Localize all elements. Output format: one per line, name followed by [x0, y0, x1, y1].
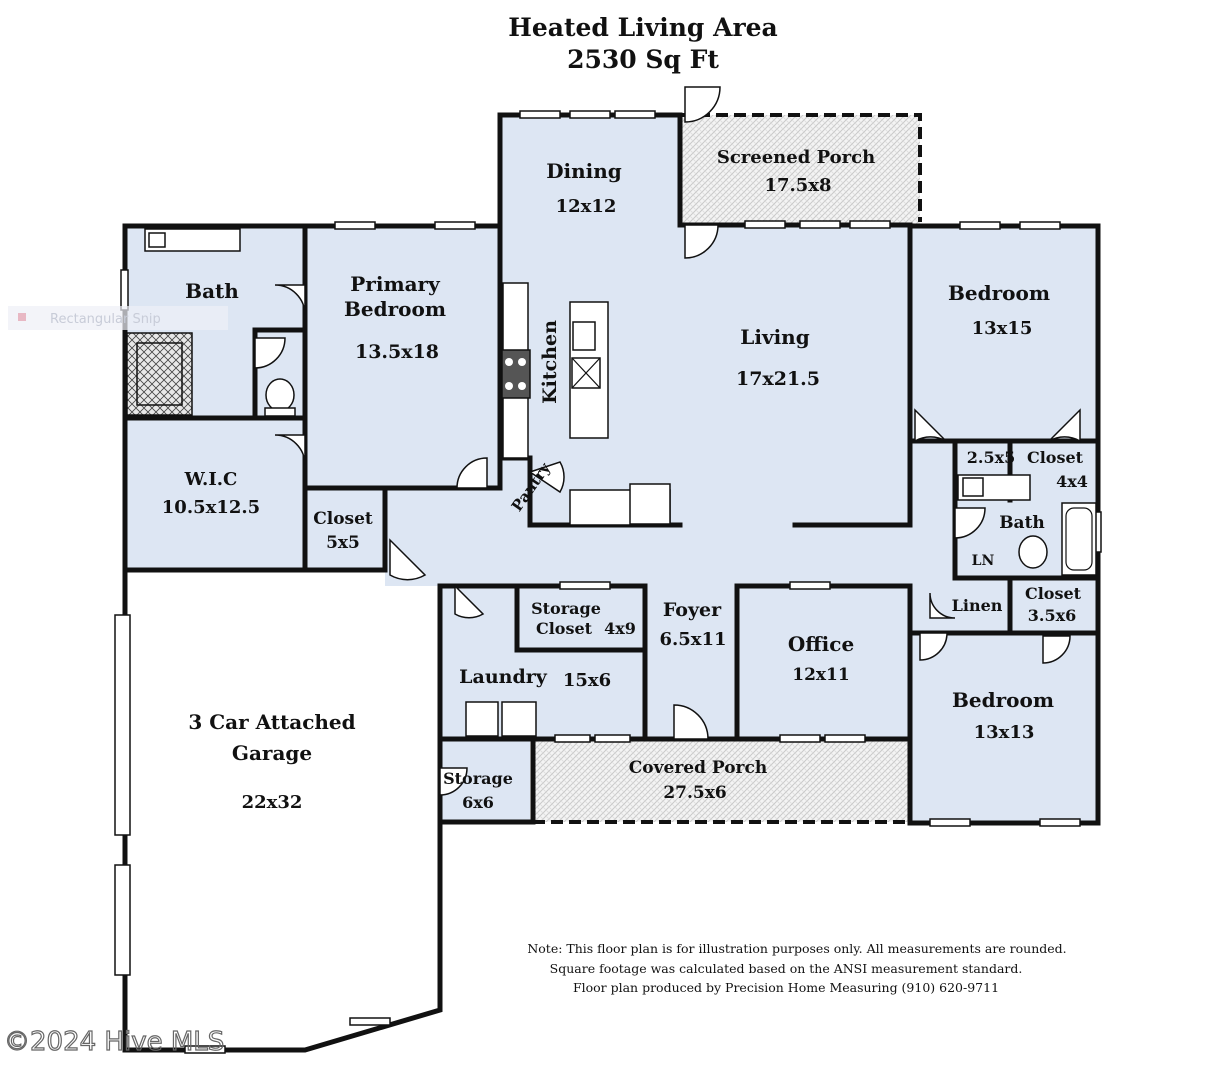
plan-subtitle-area: 2530 Sq Ft: [567, 45, 719, 74]
sink-icon: [148, 232, 166, 248]
label-storage-closet-2: Closet: [536, 619, 593, 638]
size-bedroom-1: 13x15: [972, 318, 1033, 339]
room-fills: [125, 115, 1098, 823]
size-living: 17x21.5: [736, 368, 820, 390]
size-wic: 10.5x12.5: [162, 497, 260, 518]
footnote: Note: This floor plan is for illustratio…: [527, 941, 1066, 995]
label-closet-25x5: 2.5x5: [967, 448, 1016, 467]
door-screened-porch-top-icon: [684, 86, 721, 123]
label-garage-2: Garage: [232, 741, 312, 765]
label-garage-1: 3 Car Attached: [188, 710, 355, 734]
size-closet-primary: 5x5: [326, 533, 360, 553]
size-screened-porch: 17.5x8: [764, 175, 831, 196]
label-bedroom-2: Bedroom: [952, 688, 1054, 712]
island-sink-icon: [572, 321, 596, 351]
size-primary-bedroom: 13.5x18: [355, 341, 439, 363]
snip-overlay: Rectangular Snip: [8, 306, 228, 330]
door-garage-icon: [389, 538, 427, 581]
label-closet-35x6: Closet: [1025, 584, 1082, 603]
label-bedroom-1: Bedroom: [948, 281, 1050, 305]
door-closet-35x6-icon: [1042, 635, 1071, 664]
label-foyer: Foyer: [663, 599, 722, 621]
size-garage: 22x32: [242, 792, 303, 813]
note-line-1: Note: This floor plan is for illustratio…: [527, 941, 1066, 956]
label-kitchen: Kitchen: [539, 320, 561, 404]
size-foyer: 6.5x11: [659, 629, 726, 650]
covered-porch-area: [533, 741, 910, 822]
label-closet-primary: Closet: [313, 509, 373, 529]
door-closet-4x4-icon: [1048, 408, 1081, 443]
size-closet-4x4: 4x4: [1056, 472, 1088, 491]
door-bath-2-icon: [954, 507, 986, 539]
dryer-icon: [501, 701, 537, 737]
room-labels: Dining 12x12 Screened Porch 17.5x8 Bath …: [162, 147, 1088, 813]
size-bedroom-2: 13x13: [974, 722, 1035, 743]
label-closet-4x4: Closet: [1027, 448, 1084, 467]
range-icon: [501, 349, 531, 399]
plan-title: Heated Living Area: [508, 13, 778, 42]
door-pantry-icon: [528, 461, 565, 494]
door-bedroom-top-icon: [914, 408, 947, 443]
size-laundry: 15x6: [563, 670, 611, 691]
door-bath-icon: [274, 284, 306, 316]
size-office: 12x11: [792, 665, 849, 685]
label-ln: LN: [972, 553, 995, 569]
fixtures: [126, 228, 1097, 737]
label-office: Office: [788, 632, 854, 656]
label-storage: Storage: [443, 769, 513, 788]
screened-porch-outline: [680, 113, 922, 222]
door-screened-porch-icon: [684, 224, 719, 259]
size-storage-closet: 4x9: [604, 619, 636, 638]
fridge-icon: [629, 483, 671, 525]
door-swings: [254, 86, 1081, 796]
label-living: Living: [740, 325, 809, 349]
label-linen: Linen: [952, 596, 1003, 615]
windows: [114, 110, 1102, 1054]
snip-overlay-text: Rectangular Snip: [50, 312, 161, 327]
label-storage-closet-1: Storage: [531, 599, 601, 618]
door-wc-icon: [254, 337, 286, 369]
door-laundry-icon: [454, 584, 485, 619]
door-front-icon: [673, 704, 709, 740]
door-linen-icon: [929, 592, 956, 619]
label-screened-porch: Screened Porch: [717, 147, 875, 168]
label-covered-porch: Covered Porch: [629, 758, 767, 778]
screened-porch-area: [680, 115, 920, 225]
door-storage-icon: [439, 767, 468, 796]
door-wic-icon: [274, 434, 306, 466]
toilet-2-icon: [1018, 535, 1048, 569]
size-dining: 12x12: [556, 196, 617, 217]
label-primary-bedroom-1: Primary: [350, 272, 441, 296]
door-bedroom-bottom-icon: [919, 632, 948, 661]
label-wic: W.I.C: [184, 469, 238, 490]
note-line-2: Square footage was calculated based on t…: [550, 961, 1023, 976]
mls-watermark: ©2024 Hive MLS: [4, 1027, 224, 1057]
size-covered-porch: 27.5x6: [663, 783, 726, 803]
label-bath-primary: Bath: [185, 279, 239, 303]
label-dining: Dining: [546, 159, 622, 183]
toilet-icon: [265, 378, 295, 412]
door-primary-bedroom-icon: [456, 457, 488, 489]
size-storage: 6x6: [462, 793, 494, 812]
shower-icon: [126, 332, 193, 416]
size-closet-35x6: 3.5x6: [1028, 606, 1077, 625]
washer-icon: [465, 701, 499, 737]
label-laundry: Laundry: [459, 666, 548, 688]
vanity-icon: [144, 228, 241, 252]
note-line-3: Floor plan produced by Precision Home Me…: [573, 980, 999, 995]
label-bath-2: Bath: [999, 513, 1045, 533]
label-primary-bedroom-2: Bedroom: [344, 297, 446, 321]
